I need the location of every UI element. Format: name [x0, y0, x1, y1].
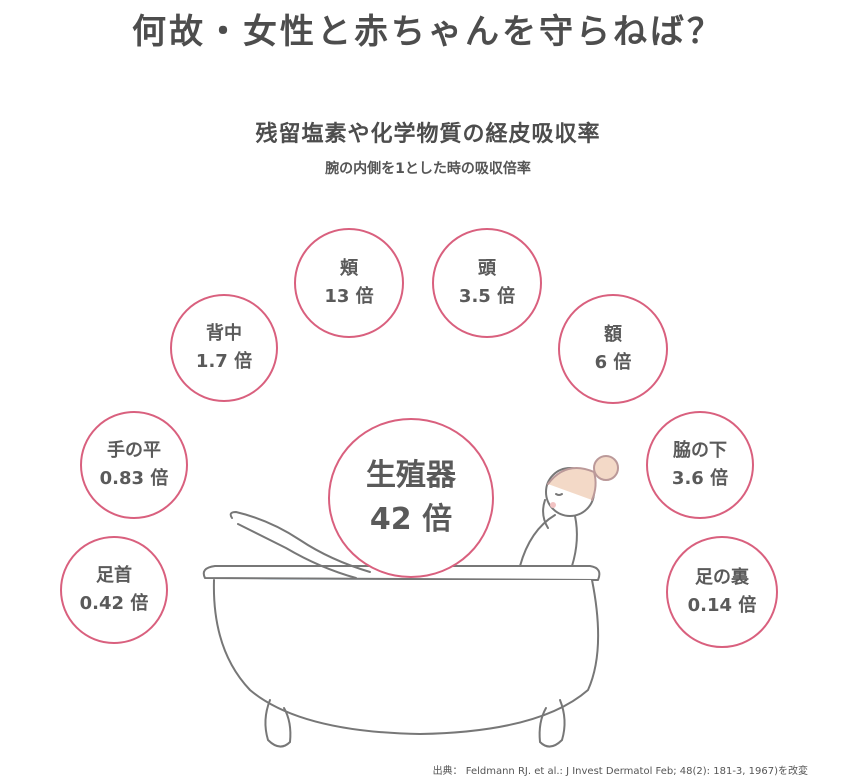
part-rate: 0.14 倍 — [687, 595, 757, 616]
body-part-palm: 手の平 0.83 倍 — [80, 411, 188, 519]
part-name: 足の裏 — [695, 567, 749, 588]
body-part-forehead: 額 6 倍 — [558, 294, 668, 404]
part-name: 頭 — [478, 258, 496, 279]
part-rate: 42 倍 — [369, 502, 453, 537]
body-part-armpit: 脇の下 3.6 倍 — [646, 411, 754, 519]
part-name: 生殖器 — [366, 458, 456, 493]
part-name: 背中 — [206, 323, 242, 344]
part-rate: 0.83 倍 — [99, 468, 169, 489]
chart-subtitle: 残留塩素や化学物質の経皮吸収率 — [255, 122, 601, 147]
part-name: 脇の下 — [673, 440, 727, 461]
body-part-genitals: 生殖器 42 倍 — [328, 418, 494, 578]
part-rate: 0.42 倍 — [79, 593, 149, 614]
chart-note: 腕の内側を1とした時の吸収倍率 — [325, 161, 531, 177]
body-part-ankle: 足首 0.42 倍 — [60, 536, 168, 644]
part-name: 頬 — [340, 258, 358, 279]
part-name: 手の平 — [107, 440, 161, 461]
part-rate: 1.7 倍 — [195, 351, 253, 372]
part-name: 額 — [604, 324, 622, 345]
part-name: 足首 — [96, 565, 132, 586]
body-part-back: 背中 1.7 倍 — [170, 294, 278, 402]
source-citation: 出典： Feldmann RJ. et al.: J Invest Dermat… — [432, 766, 808, 777]
part-rate: 3.6 倍 — [671, 468, 729, 489]
body-part-head: 頭 3.5 倍 — [432, 228, 542, 338]
part-rate: 3.5 倍 — [458, 286, 516, 307]
body-part-sole: 足の裏 0.14 倍 — [666, 536, 778, 648]
body-part-cheek: 頬 13 倍 — [294, 228, 404, 338]
part-rate: 13 倍 — [324, 286, 374, 307]
page-title: 何故・女性と赤ちゃんを守らねば？ — [132, 12, 724, 52]
part-rate: 6 倍 — [594, 352, 632, 373]
